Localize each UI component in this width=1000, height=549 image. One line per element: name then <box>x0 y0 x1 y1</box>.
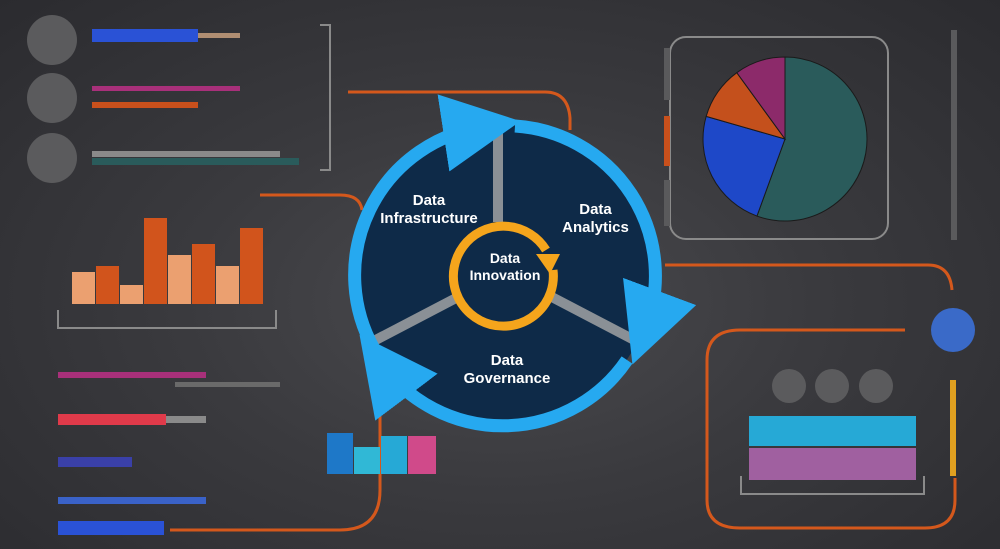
bar-3 <box>120 285 143 304</box>
segment-governance-line1: Data <box>490 352 524 369</box>
right-panel-bar-cyan <box>749 416 916 446</box>
bar-4 <box>144 218 167 304</box>
line-gray-1 <box>175 382 280 387</box>
right-panel-bar-purple <box>749 448 916 480</box>
list-bracket <box>320 24 331 171</box>
top-left-list <box>27 15 331 183</box>
cluster-bar-4 <box>408 436 436 474</box>
line-indigo <box>58 457 132 467</box>
center-label-line1: Data <box>489 250 521 266</box>
center-label: Data Innovation <box>455 250 555 284</box>
right-lower-panel <box>705 308 975 530</box>
segment-infrastructure-line1: Data <box>412 192 446 209</box>
cycle-ring <box>348 94 697 433</box>
cycle-diagram <box>348 94 697 433</box>
line-blue <box>58 497 206 504</box>
list-bar-gray <box>92 151 280 157</box>
segment-label-infrastructure: Data Infrastructure <box>370 192 488 228</box>
right-panel-circle-3 <box>859 369 893 403</box>
pie-panel <box>664 30 957 240</box>
right-panel-circle-2 <box>815 369 849 403</box>
segment-label-governance: Data Governance <box>448 352 566 388</box>
ring-arc-right <box>514 119 697 365</box>
list-bar-blue <box>92 29 198 42</box>
list-avatar-2 <box>27 73 77 123</box>
bar-chart-base <box>57 310 277 329</box>
bar-7 <box>216 266 239 304</box>
center-ring <box>448 221 558 331</box>
line-magenta <box>58 372 206 378</box>
list-avatar-1 <box>27 15 77 65</box>
pie-slice-1 <box>756 56 868 222</box>
pie-panel-tab-1 <box>664 48 670 100</box>
list-bar-teal <box>92 158 299 165</box>
right-panel-base <box>740 476 925 495</box>
bar-5 <box>168 255 191 304</box>
list-bar-tan <box>198 33 240 38</box>
right-panel-frame <box>705 328 957 530</box>
connector-right <box>665 263 954 291</box>
cluster-bar-3 <box>381 436 407 474</box>
left-bar-chart <box>57 218 277 329</box>
bar-8 <box>240 228 263 304</box>
center-ring-arrow-icon <box>536 254 560 274</box>
segment-analytics-line1: Data <box>579 201 612 218</box>
pie-panel-tab-2 <box>664 116 670 166</box>
pie-slice-2 <box>702 115 786 217</box>
right-panel-circle-1 <box>772 369 806 403</box>
connector-bottom-left <box>170 340 382 532</box>
bar-1 <box>72 272 95 304</box>
connector-left <box>260 193 364 211</box>
bar-2 <box>96 266 119 304</box>
line-red <box>58 414 166 425</box>
connector-lines <box>170 90 954 532</box>
segment-governance-line2: Governance <box>463 370 551 387</box>
cluster-bar-2 <box>354 447 380 474</box>
list-bar-orange <box>92 102 198 108</box>
center-label-line2: Innovation <box>469 267 541 283</box>
bottom-left-list <box>58 372 280 535</box>
ring-arc-bottom <box>359 334 633 433</box>
segment-label-analytics: Data Analytics <box>548 201 643 237</box>
list-bar-magenta <box>92 86 240 91</box>
bar-6 <box>192 244 215 304</box>
center-disc <box>453 225 553 325</box>
divider-right <box>545 290 639 346</box>
right-edge-bar <box>951 30 957 240</box>
ring-arc-left <box>348 94 521 353</box>
line-blue-thick <box>58 521 164 535</box>
connector-top <box>348 90 572 130</box>
line-gray-2 <box>166 416 206 423</box>
segment-infrastructure-line2: Infrastructure <box>380 210 478 227</box>
list-avatar-3 <box>27 133 77 183</box>
pie-slice-4 <box>736 56 786 141</box>
right-panel-accent <box>950 380 956 476</box>
small-bar-cluster <box>327 433 436 474</box>
pie-panel-tab-3 <box>664 180 670 226</box>
right-panel-dot <box>931 308 975 352</box>
segment-analytics-line2: Analytics <box>562 219 629 236</box>
cluster-bar-1 <box>327 433 353 474</box>
